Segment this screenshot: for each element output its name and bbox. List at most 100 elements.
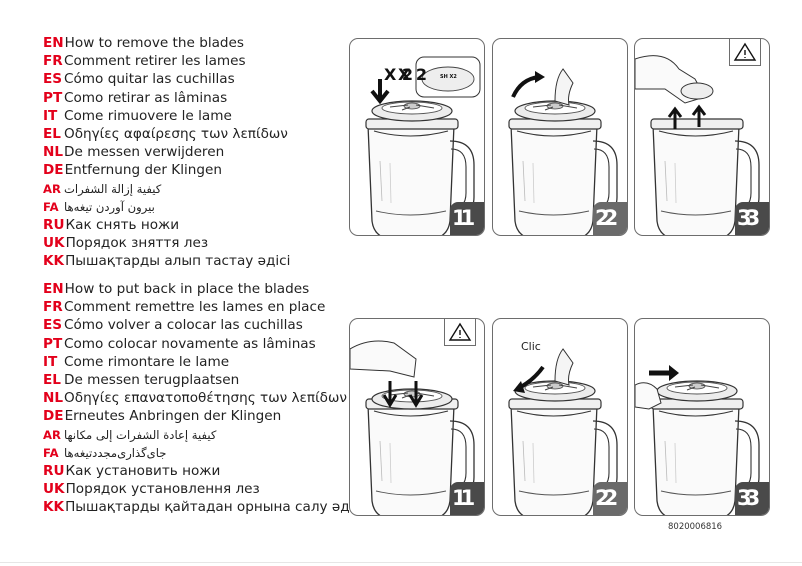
step-number-2: 22 xyxy=(593,202,627,235)
language-code: FR xyxy=(43,299,63,316)
instruction-text: Пышақтарды қайтадан орнына салу әдісі xyxy=(65,499,365,516)
instruction-text: Como retirar as lâminas xyxy=(64,89,228,106)
warning-triangle-icon xyxy=(444,319,476,346)
remove-step-1-panel: X 2 X 2 SH X2 11 xyxy=(349,38,485,236)
language-code: RU xyxy=(43,216,65,233)
step-number-1: 11 xyxy=(450,202,484,235)
instruction-text: Come rimontare le lame xyxy=(64,353,230,370)
language-code: ES xyxy=(43,71,63,88)
language-code: UK xyxy=(43,481,65,498)
language-code: RU xyxy=(43,462,65,479)
language-code: IT xyxy=(43,353,58,370)
blade-lid-icon xyxy=(554,68,574,106)
blender-jar-illustration xyxy=(635,55,760,235)
language-code: EN xyxy=(43,35,64,51)
times-two-label: X 2 xyxy=(384,65,414,84)
language-code: FA xyxy=(43,445,59,460)
instruction-line-nl: NLΟδηγίες επανατοποθέτησης των λεπίδων xyxy=(43,389,347,407)
clic-label: Clic xyxy=(521,340,541,353)
language-code: AR xyxy=(43,181,61,196)
instruction-line-de: DEErneutes Anbringen der Klingen xyxy=(43,407,343,425)
language-code: NL xyxy=(43,144,64,161)
blender-jar-illustration xyxy=(508,68,618,235)
instruction-line-en: ENHow to put back in place the blades xyxy=(43,280,343,298)
up-arrow-icon xyxy=(667,106,683,129)
language-code: UK xyxy=(43,235,65,252)
instruction-line-uk: UKПорядок зняття лез xyxy=(43,234,343,252)
instruction-text: Cómo volver a colocar las cuchillas xyxy=(64,317,303,334)
down-arrow-icon xyxy=(408,381,424,408)
remove-step-2-panel: 22 xyxy=(492,38,628,236)
language-code: AR xyxy=(43,427,61,442)
language-code: IT xyxy=(43,107,58,124)
language-code: KK xyxy=(43,253,65,270)
blade-lid-icon xyxy=(554,348,574,386)
down-arrow-icon xyxy=(382,381,398,408)
instruction-line-de: DEEntfernung der Klingen xyxy=(43,161,343,179)
hand-icon xyxy=(635,382,662,410)
instruction-text: Как установить ножи xyxy=(65,462,221,479)
down-arrow-icon xyxy=(370,79,390,105)
language-code: PT xyxy=(43,335,63,352)
instruction-line-it: IT Come rimontare le lame xyxy=(43,353,343,371)
step-number-2: 22 xyxy=(593,482,627,515)
instruction-text: Cómo quitar las cuchillas xyxy=(64,71,235,88)
instruction-text: بیرون آوردن تیغه‌ها xyxy=(64,199,155,214)
instruction-line-uk: UKПорядок установлення лез xyxy=(43,480,343,498)
instruction-text: كيفية إزالة الشفرات xyxy=(64,181,162,196)
instruction-text: De messen verwijderen xyxy=(64,144,225,161)
language-code: DE xyxy=(43,162,64,179)
step-number-1: 11 xyxy=(450,482,484,515)
language-code: FR xyxy=(43,53,63,70)
instruction-line-ru: RUКак снять ножи xyxy=(43,216,343,234)
step-number-3: 33 xyxy=(735,482,769,515)
instruction-text: How to remove the blades xyxy=(64,35,244,51)
instruction-line-fr: FRComment remettre les lames en place xyxy=(43,298,343,316)
language-code: NL xyxy=(43,390,64,407)
instruction-text: Erneutes Anbringen der Klingen xyxy=(64,408,282,425)
language-code: EL xyxy=(43,371,61,388)
language-code: EL xyxy=(43,125,61,142)
instruction-text: Пышақтарды алып тастау әдісі xyxy=(65,253,291,270)
instruction-text: Entfernung der Klingen xyxy=(64,162,223,179)
instruction-line-kk: KKПышақтарды алып тастау әдісі xyxy=(43,252,343,270)
instruction-text: Как снять ножи xyxy=(65,216,180,233)
instruction-text: Comment remettre les lames en place xyxy=(64,299,326,316)
instruction-line-nl: NLDe messen verwijderen xyxy=(43,143,343,161)
warning-triangle-icon xyxy=(729,39,761,66)
language-code: PT xyxy=(43,89,63,106)
blender-jar-illustration xyxy=(350,340,475,515)
instruction-line-ru: RUКак установить ножи xyxy=(43,462,343,480)
instruction-text: Como colocar novamente as lâminas xyxy=(64,335,316,352)
blender-jar-illustration xyxy=(635,365,760,515)
language-code: KK xyxy=(43,499,65,516)
instruction-text: Comment retirer les lames xyxy=(64,53,246,70)
divider xyxy=(0,562,802,563)
times-two-label-2: X 2 xyxy=(398,65,428,84)
blender-jar-illustration xyxy=(365,56,481,235)
replace-step-1-panel: 11 xyxy=(349,318,485,516)
replace-step-3-panel: 33 xyxy=(634,318,770,516)
instruction-line-en: ENHow to remove the blades xyxy=(43,34,343,52)
language-code: ES xyxy=(43,317,63,334)
reference-number: 8020006816 xyxy=(668,522,723,532)
instruction-line-fr: FRComment retirer les lames xyxy=(43,52,343,70)
instruction-text: كيفية إعادة الشفرات إلى مكانها xyxy=(64,427,217,442)
instruction-text: Οδηγίες αφαίρεσης των λεπίδων xyxy=(64,125,288,142)
instruction-line-kk: KKПышақтарды қайтадан орнына салу әдісі xyxy=(43,498,365,516)
step-number-3: 33 xyxy=(735,202,769,235)
replace-step-2-panel: Clic 22 xyxy=(492,318,628,516)
instruction-text: Порядок зняття лез xyxy=(65,235,209,252)
